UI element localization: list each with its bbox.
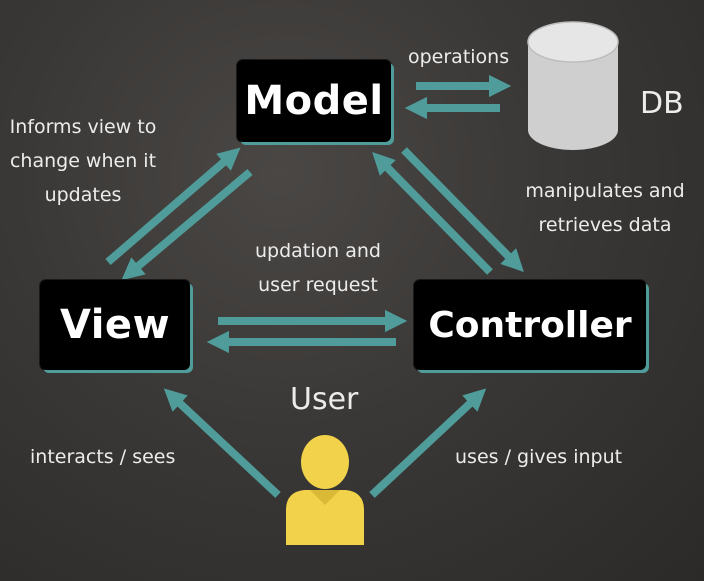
edge-label-updation-line-1: updation and: [255, 240, 381, 262]
edge-label-uses: uses / gives input: [455, 446, 623, 468]
arrow-user-to-view: [163, 388, 281, 498]
edge-label-manipulates: manipulates and retrieves data: [522, 174, 688, 242]
user-person-icon: [286, 435, 364, 545]
arrow-model-to-controller: [401, 147, 524, 272]
arrow-model-to-view: [121, 168, 253, 281]
edge-label-informs-view: Informs view to change when it updates: [8, 110, 158, 212]
edge-label-informs-view-line-1: Informs view to: [9, 116, 157, 138]
edge-label-updation-line-2: user request: [258, 274, 378, 296]
view-node: View: [40, 280, 190, 370]
user-label: User: [290, 382, 359, 417]
edge-label-informs-view-line-2: change when it: [9, 150, 157, 172]
model-node: Model: [237, 60, 391, 142]
arrow-user-to-controller: [369, 388, 487, 498]
arrow-controller-to-model: [372, 152, 493, 275]
controller-node: Controller: [414, 280, 646, 370]
edge-label-interacts: interacts / sees: [30, 446, 176, 468]
model-label: Model: [244, 78, 384, 124]
db-label: DB: [640, 86, 684, 121]
edge-label-informs-view-line-3: updates: [44, 184, 122, 206]
edge-label-updation: updation and user request: [238, 234, 398, 302]
view-label: View: [59, 302, 171, 348]
edge-label-operations: operations: [408, 46, 510, 68]
arrow-view-to-model: [105, 147, 241, 266]
controller-label: Controller: [428, 304, 632, 346]
database-cylinder-icon: [527, 21, 619, 150]
edge-label-manipulates-line-2: retrieves data: [538, 214, 672, 236]
edge-label-manipulates-line-1: manipulates and: [525, 180, 685, 202]
